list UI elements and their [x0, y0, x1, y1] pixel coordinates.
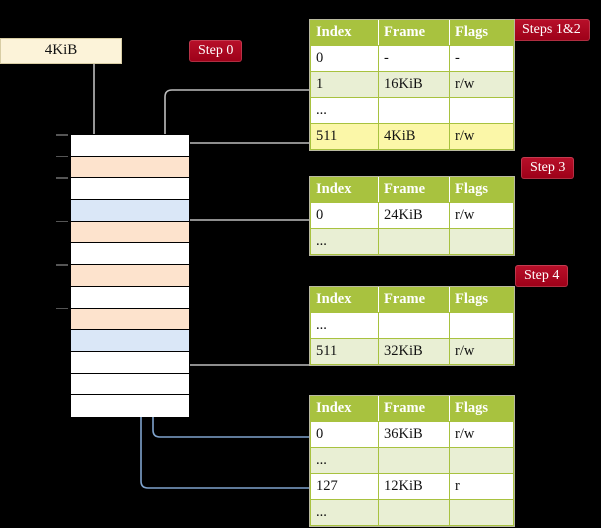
wire-steps12 — [176, 142, 310, 161]
physical-memory-column — [70, 134, 190, 417]
table-row: ... — [310, 97, 514, 124]
table-cell — [449, 97, 514, 124]
column-header-flags: Flags — [449, 396, 514, 422]
table-row: ... — [310, 447, 514, 474]
table-cell — [378, 228, 450, 255]
table-cell — [378, 312, 450, 339]
column-header-flags: Flags — [449, 287, 514, 313]
memory-frame-row — [71, 330, 189, 352]
table-cell: r/w — [449, 123, 514, 150]
table-cell: 0 — [310, 421, 379, 448]
table-cell: r/w — [449, 421, 514, 448]
table-cell: r — [449, 473, 514, 500]
label-step-0: Step 0 — [189, 40, 243, 62]
memory-frame-row — [71, 265, 189, 287]
wire-step3 — [176, 219, 310, 259]
table-row: ... — [310, 312, 514, 339]
table-row: ... — [310, 228, 514, 255]
table-cell: - — [449, 45, 514, 72]
table-cell: 1 — [310, 71, 379, 98]
page-box-label: 4KiB — [44, 42, 78, 58]
label-steps-1-2: Steps 1&2 — [513, 19, 590, 41]
memory-frame-row — [71, 156, 189, 179]
column-header-frame: Frame — [378, 396, 450, 422]
table-cell — [449, 447, 514, 474]
table-cell: ... — [310, 447, 379, 474]
memory-tick-mark — [56, 177, 68, 179]
memory-frame-row — [71, 135, 189, 157]
table-cell: 0 — [310, 202, 379, 229]
column-header-index: Index — [310, 177, 379, 203]
table-cell: 0 — [310, 45, 379, 72]
table-cell: 4KiB — [378, 123, 450, 150]
memory-frame-row — [71, 221, 189, 244]
table-cell: ... — [310, 97, 379, 124]
column-header-index: Index — [310, 287, 379, 313]
page-box-4kib: 4KiB — [0, 38, 122, 64]
table-cell — [378, 97, 450, 124]
label-step-3: Step 3 — [521, 157, 575, 179]
table-row: ... — [310, 499, 514, 526]
table-cell: 24KiB — [378, 202, 450, 229]
table-cell: r/w — [449, 202, 514, 229]
wire-step4 — [176, 304, 310, 366]
memory-frame-row — [71, 200, 189, 222]
memory-frame-row — [71, 286, 189, 309]
table-cell: 32KiB — [378, 338, 450, 365]
memory-tick-mark — [56, 134, 68, 136]
column-header-flags: Flags — [449, 177, 514, 203]
table-cell: r/w — [449, 338, 514, 365]
table-cell: ... — [310, 312, 379, 339]
label-step-4: Step 4 — [515, 265, 569, 287]
memory-tick-mark — [56, 264, 68, 266]
table-cell — [378, 499, 450, 526]
table-cell — [449, 312, 514, 339]
table-cell: 12KiB — [378, 473, 450, 500]
memory-tick-mark — [56, 220, 68, 223]
table-cell: ... — [310, 228, 379, 255]
column-header-index: Index — [310, 20, 379, 46]
memory-frame-row — [71, 243, 189, 266]
column-header-flags: Flags — [449, 20, 514, 46]
memory-frame-row — [71, 308, 189, 331]
table-cell: 16KiB — [378, 71, 450, 98]
table-cell — [378, 447, 450, 474]
memory-tick-mark — [56, 307, 68, 310]
column-header-frame: Frame — [378, 287, 450, 313]
memory-frame-row — [71, 395, 189, 417]
memory-frame-row — [71, 373, 189, 396]
column-header-frame: Frame — [378, 20, 450, 46]
table-cell — [449, 499, 514, 526]
table-cell: 511 — [310, 338, 379, 365]
memory-tick-mark — [56, 155, 68, 158]
column-header-index: Index — [310, 396, 379, 422]
table-cell: r/w — [449, 71, 514, 98]
table-cell: - — [378, 45, 450, 72]
memory-frame-row — [71, 178, 189, 201]
table-cell: 511 — [310, 123, 379, 150]
table-row: 0-- — [310, 45, 514, 72]
table-cell: ... — [310, 499, 379, 526]
column-header-frame: Frame — [378, 177, 450, 203]
table-cell — [449, 228, 514, 255]
table-cell: 36KiB — [378, 421, 450, 448]
memory-frame-row — [71, 351, 189, 374]
table-cell: 127 — [310, 473, 379, 500]
